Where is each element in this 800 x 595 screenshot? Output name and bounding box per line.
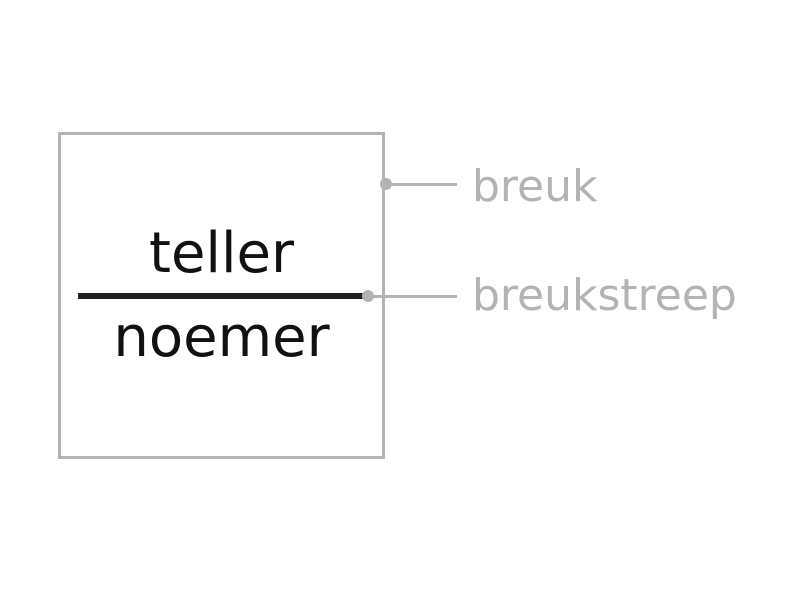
fraction-callout-line [386, 183, 457, 186]
fraction-callout-label: breuk [472, 161, 598, 212]
numerator-label: teller [148, 221, 294, 286]
fraction-bar [78, 293, 368, 299]
fraction-bar-callout-line [368, 295, 457, 298]
fraction-bar-callout-label: breukstreep [472, 270, 737, 321]
denominator-label: noemer [113, 305, 330, 370]
